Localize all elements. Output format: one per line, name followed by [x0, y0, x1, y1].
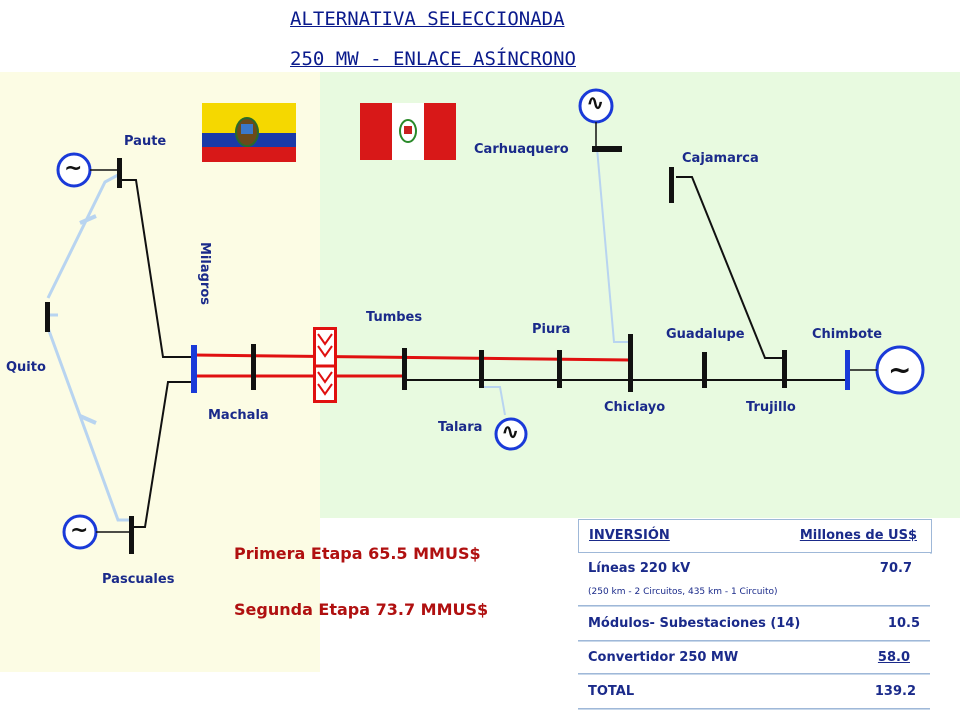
title-line-2: 250 MW - ENLACE ASÍNCRONO: [290, 48, 576, 70]
peru-flag-icon: [360, 103, 456, 160]
ecuador-flag-icon: [202, 103, 296, 162]
bus-carhuaquero: [592, 146, 622, 152]
bus-tumbes: [402, 348, 407, 390]
generator-talara-symbol: ∿: [501, 420, 520, 445]
label-tumbes: Tumbes: [366, 310, 423, 325]
asynchronous-converter-icon: [313, 327, 337, 403]
investment-row-converter: Convertidor 250 MW 58.0: [578, 643, 930, 674]
investment-row-value: 70.7: [879, 561, 912, 576]
label-machala: Machala: [208, 408, 269, 423]
cajamarca-line: [676, 176, 785, 359]
investment-row-value: 58.0: [877, 650, 910, 665]
investment-row-note: (250 km - 2 Circuitos, 435 km - 1 Circui…: [588, 587, 778, 597]
bus-cajamarca: [669, 167, 674, 203]
talara-line: [481, 386, 506, 416]
investment-table: INVERSIÓN Millones de US$ Líneas 220 kV …: [578, 519, 932, 709]
label-trujillo: Trujillo: [746, 400, 796, 415]
second-stage-cost: Segunda Etapa 73.7 MMUS$: [234, 600, 489, 619]
investment-header: INVERSIÓN Millones de US$: [578, 519, 932, 553]
generator-carhuaquero-symbol: ∿: [586, 91, 605, 116]
investment-row-lines: Líneas 220 kV 70.7 (250 km - 2 Circuitos…: [578, 553, 930, 606]
bus-paute: [117, 158, 122, 188]
bus-quito: [45, 302, 50, 332]
bus-machala: [191, 345, 197, 393]
investment-row-value: 10.5: [887, 616, 920, 631]
label-piura: Piura: [532, 322, 571, 337]
label-paute: Paute: [124, 134, 167, 149]
generator-paute-symbol: ~: [64, 156, 83, 181]
bus-chimbote: [845, 350, 850, 390]
generator-chimbote-symbol: ~: [888, 353, 912, 386]
label-chimbote: Chimbote: [812, 327, 883, 342]
generator-pascuales-symbol: ~: [70, 518, 89, 543]
bus-guadalupe: [702, 352, 707, 388]
bus-trujillo: [782, 350, 787, 388]
ecuador-ring-lines: [46, 173, 132, 522]
label-carhuaquero: Carhuaquero: [474, 142, 569, 157]
generator-stubs: [90, 122, 877, 533]
bus-chiclayo: [628, 334, 633, 392]
ecuador-region: [0, 72, 320, 672]
investment-row-total: TOTAL 139.2: [578, 676, 930, 709]
bus-talara: [479, 350, 484, 388]
bus-2: [251, 344, 256, 390]
investment-row-value: 139.2: [874, 684, 916, 699]
investment-header-left: INVERSIÓN: [589, 528, 670, 543]
label-pascuales: Pascuales: [102, 572, 175, 587]
investment-header-right: Millones de US$: [799, 528, 917, 543]
investment-row-label: Módulos- Subestaciones (14): [588, 616, 801, 631]
label-cajamarca: Cajamarca: [682, 151, 759, 166]
label-talara: Talara: [438, 420, 483, 435]
ecuador-black-lines: [120, 179, 194, 528]
generator-talara-icon: [494, 417, 528, 451]
investment-row-modules: Módulos- Subestaciones (14) 10.5: [578, 608, 930, 641]
label-milagros: Milagros: [197, 242, 212, 306]
first-stage-cost: Primera Etapa 65.5 MMUS$: [234, 544, 481, 563]
investment-row-label: Líneas 220 kV: [588, 561, 691, 576]
generator-circles: [56, 88, 925, 550]
label-guadalupe: Guadalupe: [666, 327, 745, 342]
buses: [45, 146, 850, 554]
label-quito: Quito: [6, 360, 46, 375]
bus-piura: [557, 350, 562, 388]
bus-pascuales: [129, 516, 134, 554]
label-chiclayo: Chiclayo: [604, 400, 666, 415]
investment-row-label: TOTAL: [588, 684, 635, 699]
double-circuit-lines: [193, 353, 631, 378]
investment-row-label: Convertidor 250 MW: [588, 650, 739, 665]
ecuador-line-markers: [79, 214, 97, 425]
title-line-1: ALTERNATIVA SELECCIONADA: [290, 8, 565, 30]
carhuaquero-line: [596, 147, 630, 343]
